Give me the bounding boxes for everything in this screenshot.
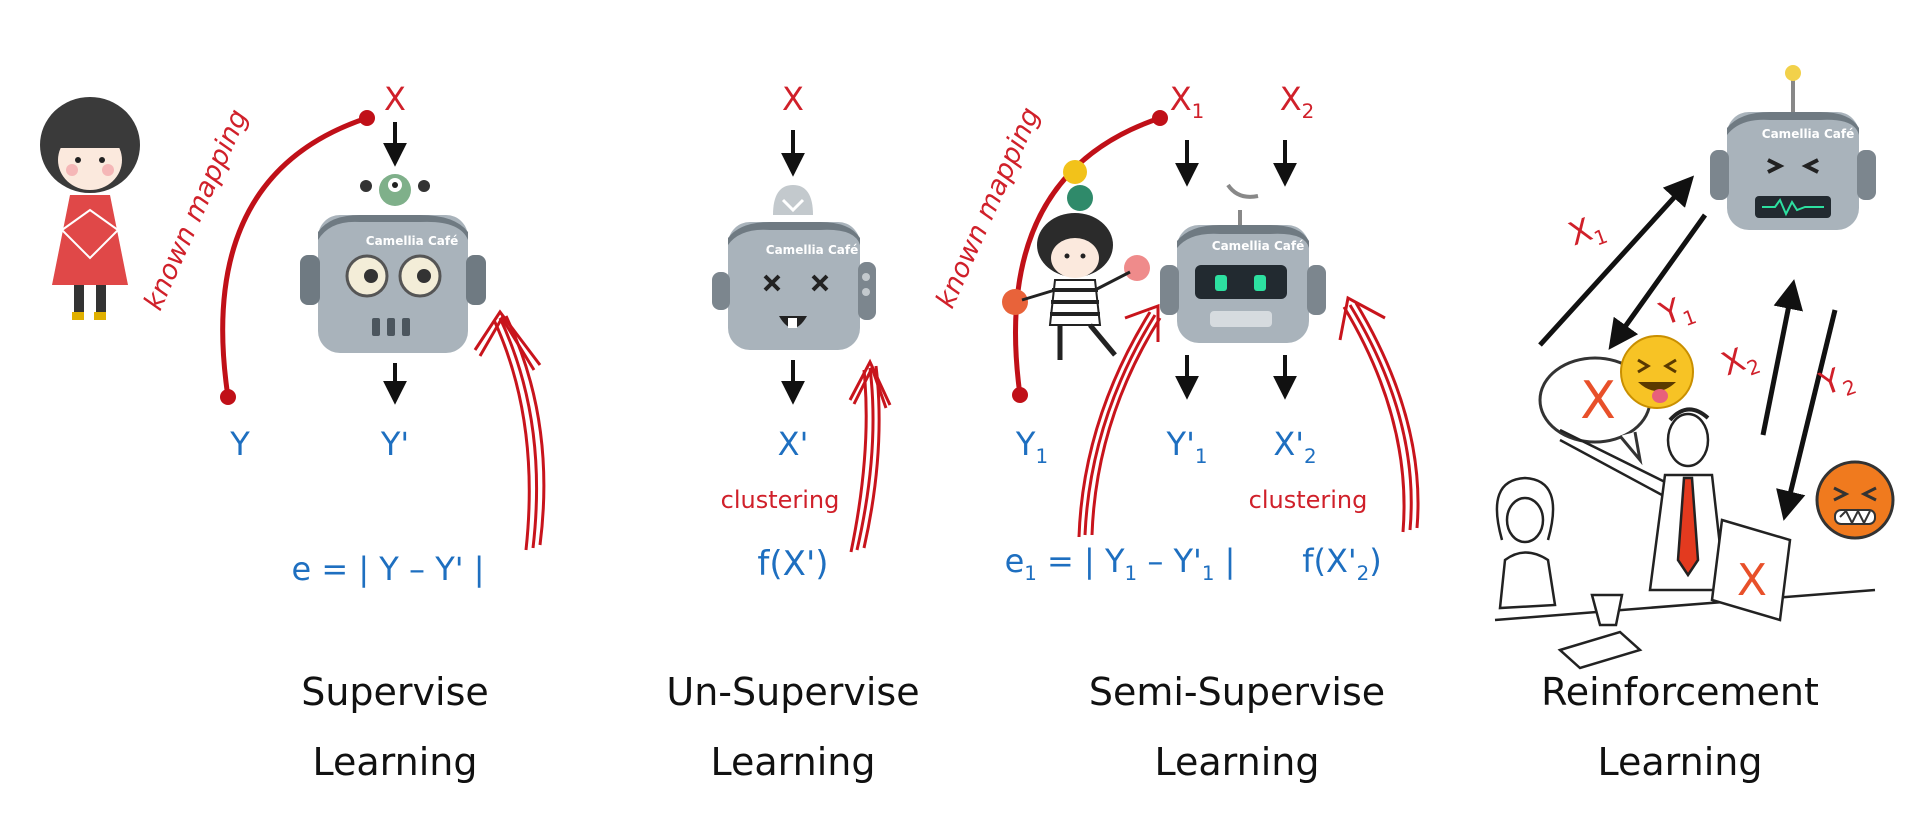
girl-illustration bbox=[40, 97, 140, 320]
error-formula: e = | Y – Y' | bbox=[292, 550, 485, 588]
error-formula: e1 = | Y1 – Y'1 | bbox=[1005, 542, 1236, 585]
supervised-column: known mapping X Camellia Café Y Y' e = bbox=[40, 80, 546, 784]
objective-function: f(X'2) bbox=[1302, 542, 1382, 585]
reward-y1-arrow bbox=[1608, 213, 1708, 350]
arc-end-dot bbox=[220, 389, 236, 405]
laughing-emoji bbox=[1620, 335, 1694, 409]
juggling-girl-illustration bbox=[1002, 160, 1150, 360]
title-line2: Learning bbox=[1155, 740, 1320, 784]
robot-unsupervised: Camellia Café bbox=[712, 185, 876, 350]
arc-end-dot bbox=[1012, 387, 1028, 403]
meeting-scene-illustration: X bbox=[1494, 407, 1876, 670]
y1-label: Y1 bbox=[1654, 286, 1700, 338]
arc-start-dot bbox=[1152, 110, 1168, 126]
input-x-label: X bbox=[384, 80, 406, 118]
output-x2-prime-label: X'2 bbox=[1273, 425, 1316, 468]
arc-start-dot bbox=[359, 110, 375, 126]
known-mapping-label: known mapping bbox=[930, 103, 1046, 313]
x1-label: X1 bbox=[1564, 206, 1611, 258]
title-line1: Reinforcement bbox=[1541, 670, 1819, 714]
clustering-label: clustering bbox=[721, 486, 840, 514]
input-x-label: X bbox=[782, 80, 804, 118]
robot-supervised: Camellia Café bbox=[300, 174, 486, 353]
title-line2: Learning bbox=[1598, 740, 1763, 784]
book-x-mark: X bbox=[1737, 555, 1767, 606]
action-x1-arrow bbox=[1538, 175, 1695, 347]
title-line1: Un-Supervise bbox=[666, 670, 919, 714]
action-x2-arrow bbox=[1760, 279, 1804, 436]
bubble-x-mark: X bbox=[1580, 371, 1616, 431]
title-line1: Semi-Supervise bbox=[1089, 670, 1385, 714]
title-line2: Learning bbox=[313, 740, 478, 784]
clustering-label: clustering bbox=[1249, 486, 1368, 514]
known-mapping-arc bbox=[220, 115, 368, 398]
output-x-prime-label: X' bbox=[778, 425, 809, 463]
known-mapping-arc bbox=[1013, 115, 1161, 396]
reinforcement-column: Camellia Café X1 Y1 X2 Y2 X bbox=[1494, 65, 1895, 784]
robot-semisupervised: Camellia Café bbox=[1160, 183, 1326, 343]
target-y1-label: Y1 bbox=[1015, 425, 1048, 468]
input-x1-label: X1 bbox=[1170, 80, 1205, 123]
objective-function: f(X') bbox=[757, 544, 828, 584]
x2-label: X2 bbox=[1717, 336, 1764, 388]
feedback-arrow-left bbox=[1077, 303, 1162, 538]
output-y-prime-label: Y' bbox=[380, 425, 409, 463]
feedback-arrow-right bbox=[1338, 295, 1420, 533]
robot-brand-text: Camellia Café bbox=[1762, 127, 1854, 141]
robot-brand-text: Camellia Café bbox=[366, 234, 458, 248]
feedback-arrow bbox=[473, 309, 546, 551]
input-x2-label: X2 bbox=[1280, 80, 1315, 123]
target-y-label: Y bbox=[229, 425, 250, 463]
feedback-arrow bbox=[848, 358, 892, 553]
semisupervised-column: known mapping X1 X2 bbox=[930, 80, 1420, 784]
output-y1-prime-label: Y'1 bbox=[1166, 425, 1208, 468]
reward-y2-arrow bbox=[1776, 309, 1838, 521]
robot-brand-text: Camellia Café bbox=[766, 243, 858, 257]
robot-reinforcement: Camellia Café bbox=[1710, 65, 1876, 230]
angry-emoji bbox=[1815, 460, 1895, 540]
robot-brand-text: Camellia Café bbox=[1212, 239, 1304, 253]
title-line2: Learning bbox=[711, 740, 876, 784]
title-line1: Supervise bbox=[301, 670, 489, 714]
unsupervised-column: X Camellia Café X' clustering f(X') bbox=[666, 80, 919, 784]
known-mapping-label: known mapping bbox=[138, 105, 254, 315]
